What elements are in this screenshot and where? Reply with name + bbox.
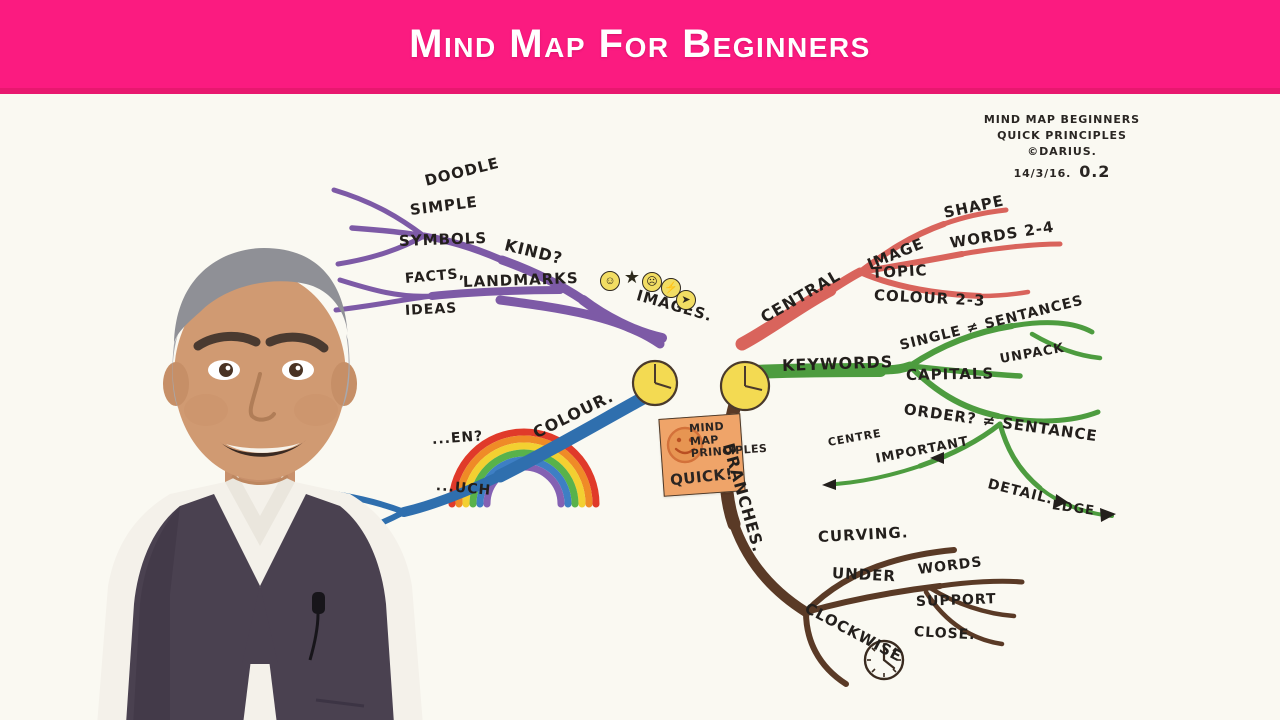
whiteboard-canvas: MIND MAP BEGINNERS QUICK PRINCIPLES ©DAR… [0, 94, 1280, 720]
lightning-icon: ⚡ [661, 278, 681, 298]
presenter [97, 248, 423, 720]
note-version: 0.2 [1079, 161, 1111, 181]
branch-images [331, 187, 667, 349]
page-title: Mind Map For Beginners [409, 21, 871, 66]
note-line-1: MIND MAP BEGINNERS [983, 113, 1140, 126]
arrow-icon: ➤ [676, 290, 696, 310]
note-line-3: ©DARIUS. [1027, 144, 1097, 158]
note-date: 14/3/16. [1013, 166, 1072, 180]
keyword-arrowheads [822, 452, 1116, 522]
hub-nodes [631, 359, 771, 412]
lapel-mic-icon [308, 592, 325, 661]
corner-annotation: MIND MAP BEGINNERS QUICK PRINCIPLES ©DAR… [984, 112, 1140, 183]
smiley-face-icon: ☺ [600, 271, 620, 291]
sad-face-icon: ☹ [642, 272, 662, 292]
star-icon: ★ [623, 267, 641, 287]
branch-keywords [745, 320, 1114, 518]
title-banner: Mind Map For Beginners [0, 0, 1280, 88]
smiley-face-icon [666, 426, 704, 464]
banner-underline [0, 88, 1280, 94]
branch-central [735, 207, 1063, 351]
clock-icon [863, 639, 905, 681]
note-line-2: QUICK PRINCIPLES [997, 128, 1127, 142]
mind-map-drawing [275, 187, 1116, 687]
